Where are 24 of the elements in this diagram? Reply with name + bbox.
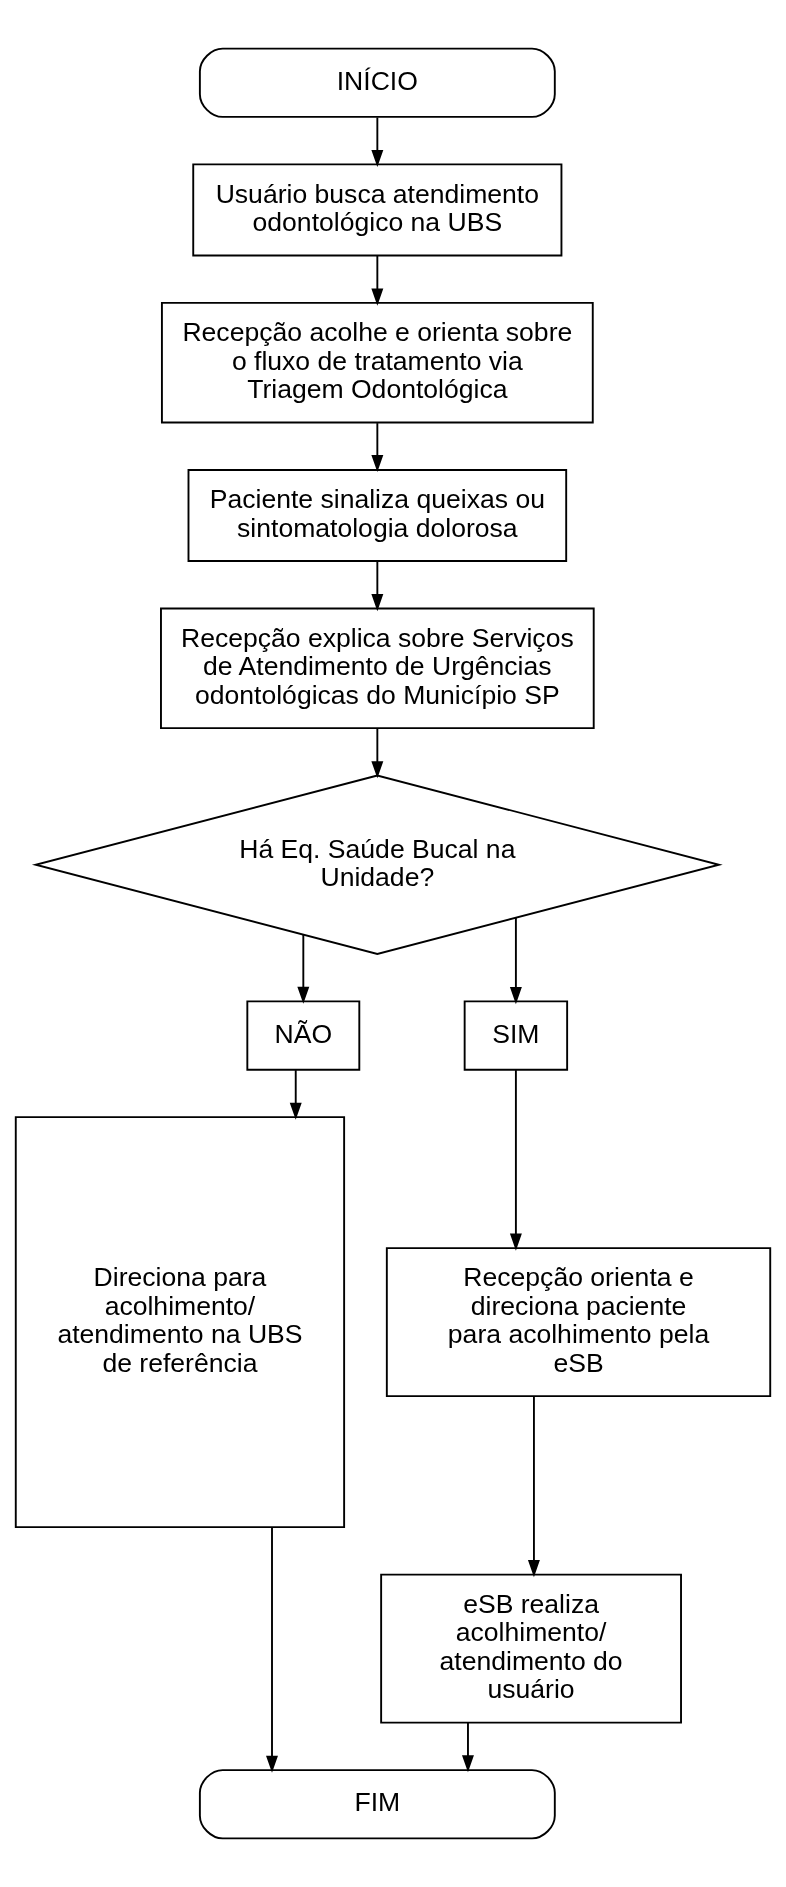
node-box: eSB realiza acolhimento/ atendimento do usuário [380, 1573, 682, 1724]
node-box: Paciente sinaliza queixas ou sintomatologia dolorosa [187, 469, 568, 562]
arrow [509, 916, 522, 1005]
arrow [266, 1526, 278, 1773]
node-box: Usuário busca atendimento odontológico na UBS [192, 163, 563, 257]
node-box: Direciona para acolhimento/ atendimento na UBS de referência [14, 1116, 346, 1529]
node-box: Recepção acolhe e orienta sobre o fluxo de tratamento via Triagem Odontológica [160, 301, 594, 424]
arrow [371, 254, 384, 306]
arrow [527, 1395, 540, 1578]
node-box: Recepção orienta e direciona paciente para acolhimento pela eSB [385, 1247, 772, 1398]
node-diamond: Há Eq. Saúde Bucal na Unidade? [31, 774, 723, 955]
arrow [371, 116, 384, 168]
node-box: INÍCIO [198, 47, 556, 118]
node-box: FIM [198, 1769, 556, 1840]
arrow [371, 560, 384, 612]
node-box: SIM [463, 1000, 569, 1071]
arrow [462, 1721, 474, 1773]
node-box: Recepção explica sobre Serviços de Atendimento de Urgências odontológicas do Município SP [160, 607, 595, 730]
arrow [289, 1069, 302, 1120]
arrow [509, 1069, 522, 1251]
arrow [371, 727, 384, 779]
node-box: NÃO [246, 1000, 361, 1071]
arrow [297, 933, 310, 1004]
arrow [371, 422, 384, 473]
